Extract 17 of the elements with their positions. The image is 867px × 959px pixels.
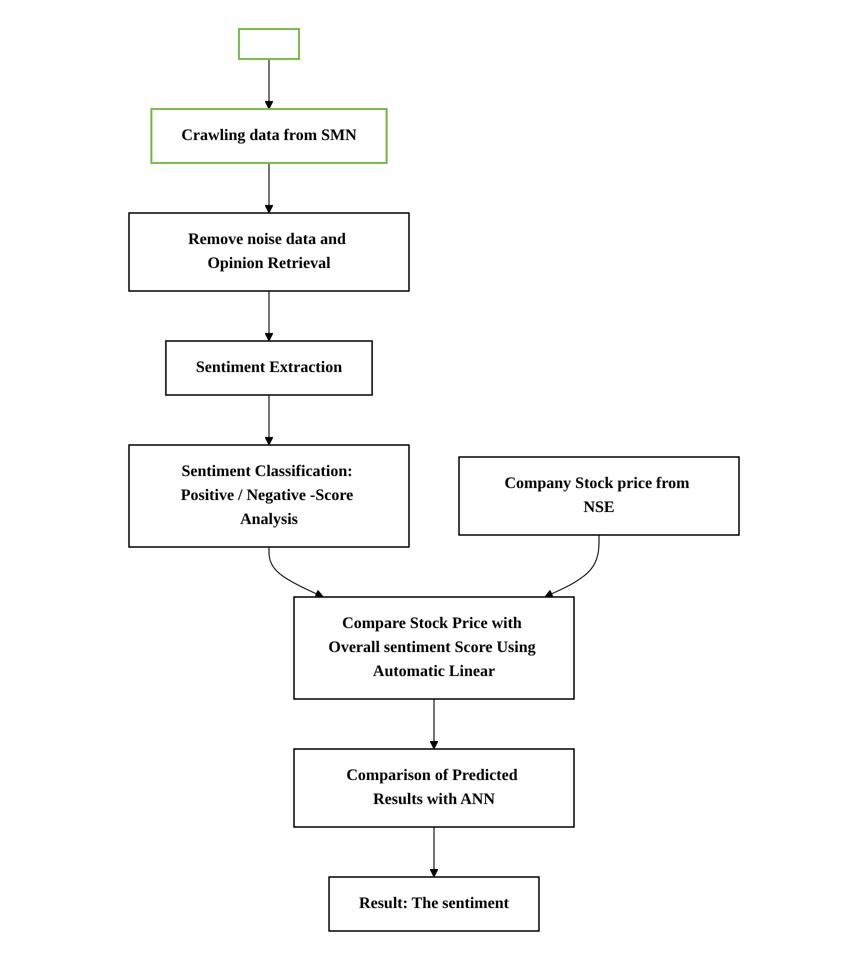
node-box: [238, 28, 300, 60]
node-box: Comparison of Predicted Results with ANN: [292, 748, 574, 828]
node-box: Remove noise data and Opinion Retrieval: [128, 212, 410, 292]
arrow: [429, 698, 438, 749]
node-box: Sentiment Classification: Positive / Negative -Score Analysis: [128, 444, 410, 548]
node-box: Compare Stock Price with Overall sentiment Score Using Automatic Linear: [292, 596, 574, 700]
arrow: [268, 546, 324, 598]
arrow: [264, 162, 273, 213]
node-box: Company Stock price from NSE: [458, 456, 740, 536]
node-box: Result: The sentiment: [328, 876, 540, 932]
node-box: Sentiment Extraction: [164, 340, 372, 396]
arrow: [264, 290, 273, 341]
arrow: [264, 394, 273, 445]
arrow: [264, 58, 273, 109]
node-box: Crawling data from SMN: [150, 108, 388, 164]
arrow: [544, 534, 599, 598]
arrow: [429, 826, 438, 877]
